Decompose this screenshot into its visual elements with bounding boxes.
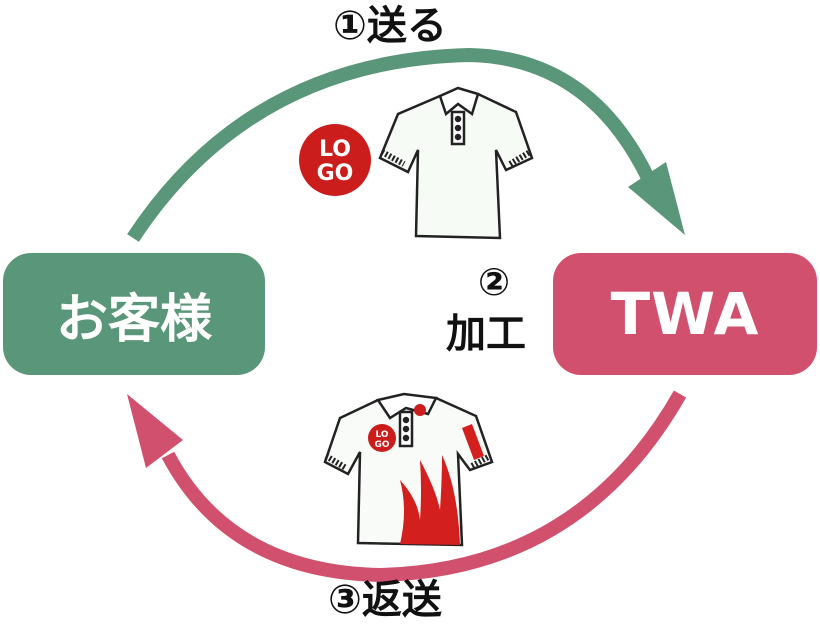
twa-node: TWA bbox=[553, 253, 817, 375]
step-1-send-label: ①送る bbox=[333, 3, 447, 49]
twa-node-label: TWA bbox=[610, 280, 760, 348]
send-arrowhead-icon bbox=[628, 162, 685, 235]
step-2-process-label: 加工 bbox=[446, 311, 526, 357]
send-arrow bbox=[127, 47, 655, 242]
step-2-number: ② bbox=[478, 260, 511, 304]
plain-polo-shirt-icon bbox=[378, 86, 534, 240]
customer-node: お客様 bbox=[3, 253, 265, 375]
return-arrowhead-icon bbox=[127, 394, 183, 468]
logo-badge-icon: LO GO bbox=[299, 124, 371, 196]
step-3-return-label: ③返送 bbox=[328, 577, 442, 623]
customer-node-label: お客様 bbox=[55, 289, 212, 350]
svg-text:GO: GO bbox=[317, 161, 354, 186]
svg-text:LO: LO bbox=[375, 430, 388, 440]
return-arrow bbox=[161, 390, 687, 583]
printed-polo-shirt-icon: LO GO bbox=[323, 392, 494, 547]
svg-text:LO: LO bbox=[319, 137, 351, 162]
svg-text:GO: GO bbox=[374, 440, 389, 450]
